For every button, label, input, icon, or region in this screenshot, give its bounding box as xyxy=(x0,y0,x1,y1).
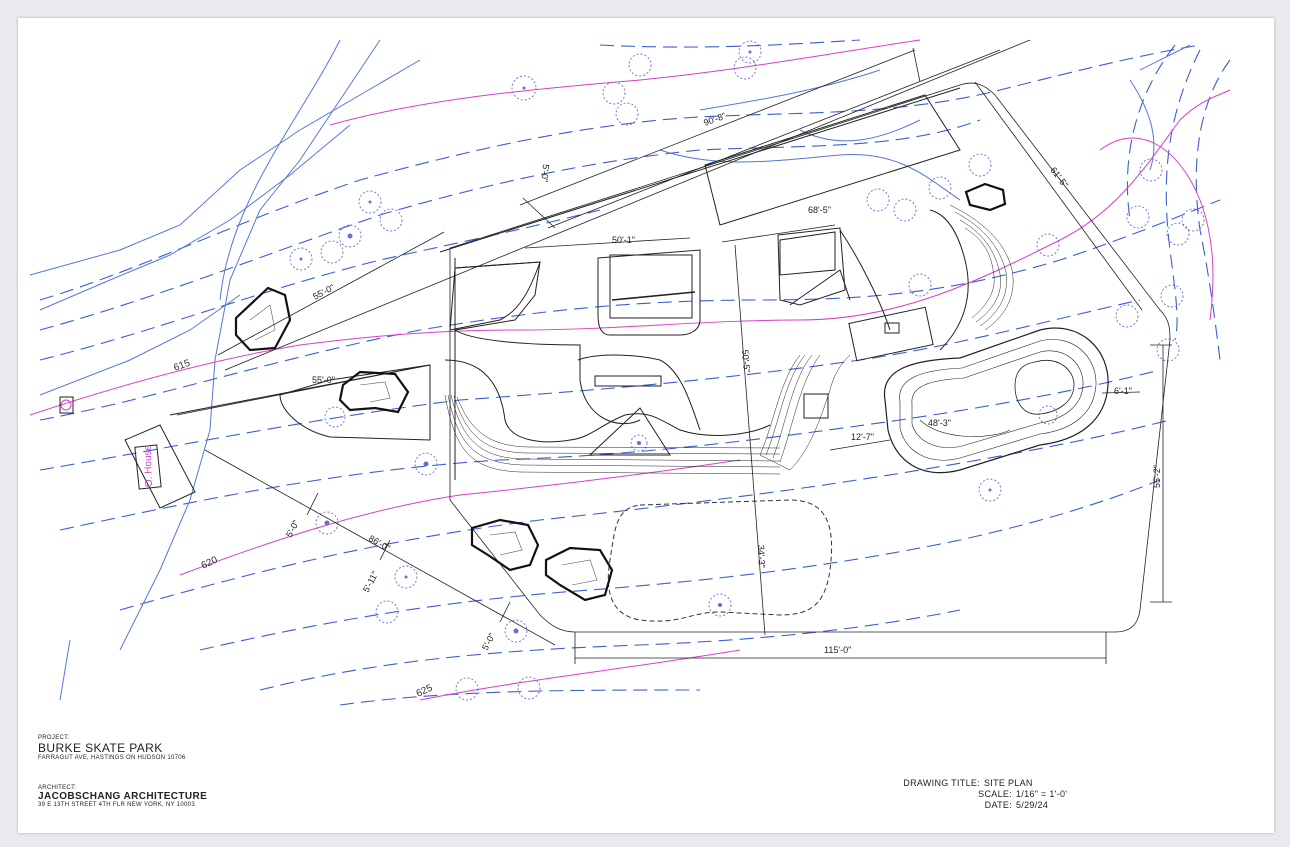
drawing-info-block: DRAWING TITLE: SITE PLAN SCALE: 1/16" = … xyxy=(886,778,1106,811)
architect-name: JACOBSCHANG ARCHITECTURE xyxy=(38,791,208,802)
scale-row: SCALE: 1/16" = 1'-0' xyxy=(886,789,1106,800)
rock-detail xyxy=(249,304,598,586)
property-lines xyxy=(29,39,1231,701)
dim-34-3: 34'-3" xyxy=(756,545,767,568)
dim-115-0: 115'-0" xyxy=(824,645,851,655)
dim-55-0-mid: 55'-0" xyxy=(312,375,335,385)
future-area-outline xyxy=(607,499,833,622)
rock-outcrops xyxy=(234,182,1007,602)
date-row: DATE: 5/29/24 xyxy=(886,800,1106,811)
dimension-lines xyxy=(176,47,1172,664)
project-block: PROJECT: BURKE SKATE PARK FARRAGUT AVE, … xyxy=(38,735,186,761)
dim-5-11: 5'-11" xyxy=(361,570,380,594)
house-label: O. House xyxy=(143,444,155,487)
project-name: BURKE SKATE PARK xyxy=(38,741,163,755)
contour-solid xyxy=(29,39,1191,701)
drawing-title: SITE PLAN xyxy=(984,778,1033,788)
contour-lines xyxy=(39,39,1231,706)
dim-50-1: 50'-1" xyxy=(612,235,635,245)
tree-centers xyxy=(299,50,992,634)
dim-48-3: 48'-3" xyxy=(928,418,951,428)
site-boundary xyxy=(224,39,1171,633)
drawing-title-row: DRAWING TITLE: SITE PLAN xyxy=(886,778,1106,789)
project-label: PROJECT: xyxy=(38,735,70,741)
dim-6-1: 6'-1" xyxy=(1114,386,1132,396)
dim-12-7: 12'-7" xyxy=(851,432,874,442)
dim-68-5: 68'-5" xyxy=(808,205,831,215)
bowl xyxy=(883,327,1109,474)
architect-address: 39 E 13th STREET 4th FLR NEW YORK, NY 10… xyxy=(38,802,195,808)
dim-61-5: 61'-5" xyxy=(1048,165,1070,189)
park-features xyxy=(169,209,969,480)
dim-5-0-a: 5'-0" xyxy=(284,518,301,539)
contour-label-625: 625 xyxy=(415,683,435,700)
dim-5-0-top: 5'-0" xyxy=(539,164,551,183)
dim-50-5: 50'-5" xyxy=(740,349,752,373)
drawing-title-label: DRAWING TITLE: xyxy=(903,778,980,788)
date-label: DATE: xyxy=(984,800,1012,810)
dim-55-0-top: 55'-0" xyxy=(311,282,336,302)
project-address: FARRAGUT AVE, HASTINGS ON HUDSON 10706 xyxy=(38,755,186,761)
scale-value: 1/16" = 1'-0' xyxy=(1016,789,1068,799)
dimension-labels: 90'-8" 61'-5" 50'-1" 68'-5" 55'-0" 55'-0… xyxy=(284,111,1162,655)
dim-5-0-b: 5'-0" xyxy=(480,631,497,652)
architect-label: ARCHITECT: xyxy=(38,785,77,791)
scale-label: SCALE: xyxy=(978,789,1012,799)
dim-55-2: 55'-2" xyxy=(1152,465,1162,488)
drawing-sheet xyxy=(18,18,1274,833)
house-outline xyxy=(59,396,196,509)
architect-block: ARCHITECT: JACOBSCHANG ARCHITECTURE 39 E… xyxy=(38,785,207,808)
date-value: 5/29/24 xyxy=(1016,800,1049,810)
contour-label-615: 615 xyxy=(172,358,192,374)
dim-86-0: 86'-0" xyxy=(367,533,392,553)
ramp-hatching xyxy=(444,204,1014,475)
contour-label-620: 620 xyxy=(200,555,220,572)
trees xyxy=(289,40,1205,701)
